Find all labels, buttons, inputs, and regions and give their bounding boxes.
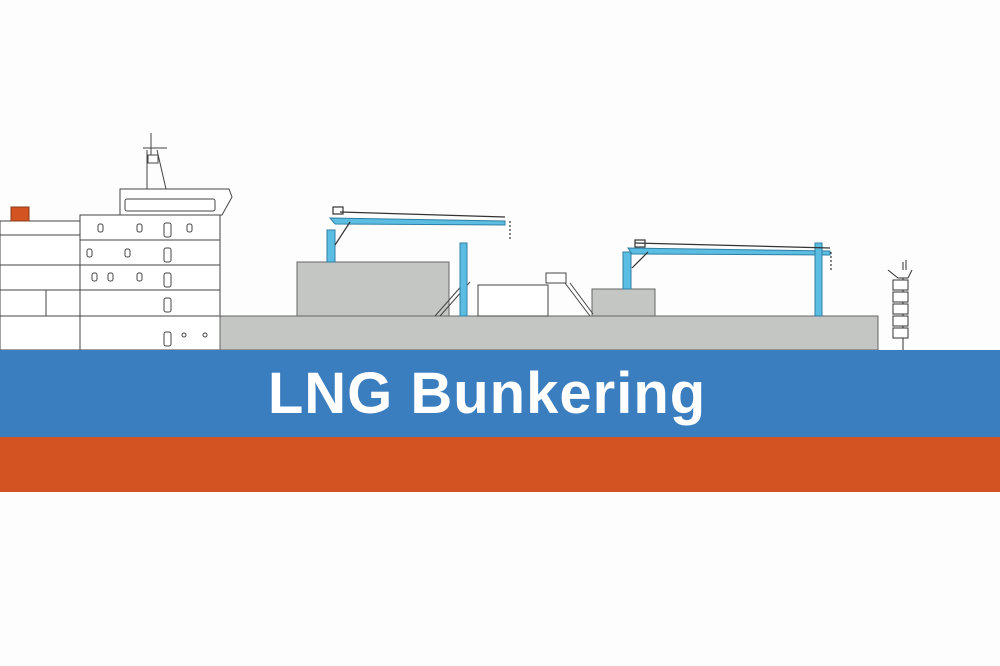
superstructure [79, 214, 221, 351]
crane-2-boom [627, 247, 831, 256]
orange-funnel [10, 206, 30, 222]
crane-1-boom [328, 217, 506, 226]
crane-1-column [326, 229, 336, 263]
crane-2-column [622, 251, 632, 290]
main-deck [219, 315, 879, 351]
tank-aft [296, 261, 450, 317]
aft-block [0, 220, 81, 351]
crane-1-riser [459, 242, 468, 317]
crane-2-riser [814, 242, 823, 317]
title-text: LNG Bunkering [267, 361, 707, 426]
bridge [119, 188, 233, 216]
forward-mast [887, 260, 913, 350]
orange-band [0, 437, 1000, 492]
blue-band [0, 350, 1000, 437]
tank-fwd [591, 288, 656, 317]
